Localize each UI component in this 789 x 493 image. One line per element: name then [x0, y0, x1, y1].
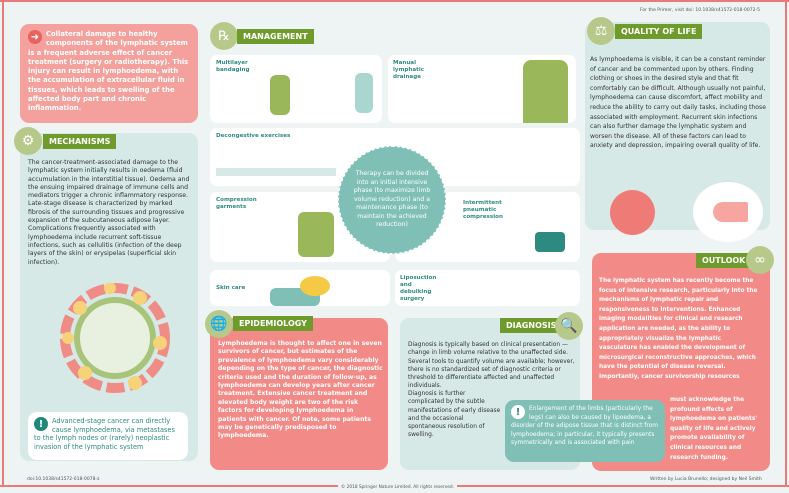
scales-icon: ⚖	[587, 17, 615, 45]
globe-icon: 🌐	[205, 310, 233, 338]
jar-lid	[300, 276, 330, 296]
rx-icon: ℞	[210, 22, 238, 50]
left-border	[2, 0, 4, 485]
mechanisms-panel: The cancer-treatment-associated damage t…	[20, 133, 198, 461]
compression-device	[535, 232, 565, 252]
right-border	[785, 0, 787, 485]
therapist-figure	[355, 73, 373, 113]
card-multilayer-bandaging: Multilayer bandaging	[210, 55, 382, 123]
gears-icon: ⚙	[14, 127, 42, 155]
exclamation-icon: !	[34, 417, 48, 431]
diagnosis-text-1: Diagnosis is typically based on clinical…	[408, 342, 575, 390]
binoculars-icon: ∞	[746, 246, 774, 274]
diagnosis-text-2: Diagnosis is further complicated by the …	[408, 391, 501, 439]
outlook-panel: The lymphatic system has recently become…	[592, 253, 770, 471]
mechanisms-title: MECHANISMS	[43, 134, 117, 149]
mechanisms-callout: ! Advanced-stage cancer can directly cau…	[28, 412, 188, 460]
patient-figure	[523, 60, 568, 123]
diagnosis-callout-text: Enlargement of the limbs (particularly t…	[511, 406, 658, 447]
quality-panel: As lymphoedema is visible, it can be a c…	[585, 22, 770, 242]
epidemiology-panel: Lymphoedema is thought to affect one in …	[210, 318, 388, 470]
intro-box: ➜ Collateral damage to healthy component…	[20, 24, 198, 123]
woman-face	[610, 190, 655, 235]
outlook-title: OUTLOOK	[696, 253, 752, 268]
exclamation-icon: !	[511, 405, 525, 419]
lymphatic-vessel-illustration	[60, 283, 170, 393]
magnifier-icon: 🔍	[555, 312, 583, 340]
patient-figure	[270, 75, 290, 115]
arrow-right-icon: ➜	[28, 30, 42, 44]
quality-title: QUALITY OF LIFE	[615, 24, 703, 39]
card-liposuction-surgery: Liposuction and debulking surgery	[395, 270, 580, 306]
primer-reference: For the Primer, visit doi: 10.1038/s4157…	[640, 8, 760, 13]
doi: doi:10.1038/s41572-018-0078-z	[27, 477, 100, 482]
quality-text: As lymphoedema is visible, it can be a c…	[590, 56, 766, 150]
outlook-text-2: must acknowledge the profound effects of…	[670, 397, 758, 461]
high-heel-shoe	[713, 202, 748, 222]
intro-text: Collateral damage to healthy components …	[28, 30, 189, 113]
mechanisms-text: The cancer-treatment-associated damage t…	[28, 159, 190, 266]
therapy-phases-circle: Therapy can be divided into an initial i…	[338, 146, 446, 254]
diagnosis-callout: ! Enlargement of the limbs (particularly…	[505, 400, 665, 462]
diagnosis-title: DIAGNOSIS	[500, 318, 563, 333]
exercise-mat	[216, 168, 336, 176]
epidemiology-title: EPIDEMIOLOGY	[233, 316, 313, 331]
patient-figure	[298, 212, 334, 257]
top-border	[0, 0, 789, 2]
therapy-phases-text: Therapy can be divided into an initial i…	[353, 170, 431, 229]
credits: Written by Lucia Brunello; designed by N…	[650, 477, 762, 482]
management-title: MANAGEMENT	[237, 29, 314, 44]
card-skin-care: Skin care	[210, 270, 390, 306]
mechanisms-callout-text: Advanced-stage cancer can directly cause…	[34, 417, 175, 452]
copyright: © 2018 Springer Nature Limited. All righ…	[338, 485, 457, 490]
card-manual-lymphatic-drainage: Manual lymphatic drainage	[388, 55, 576, 123]
outlook-text-1: The lymphatic system has recently become…	[599, 278, 758, 380]
epidemiology-text: Lymphoedema is thought to affect one in …	[218, 340, 383, 440]
